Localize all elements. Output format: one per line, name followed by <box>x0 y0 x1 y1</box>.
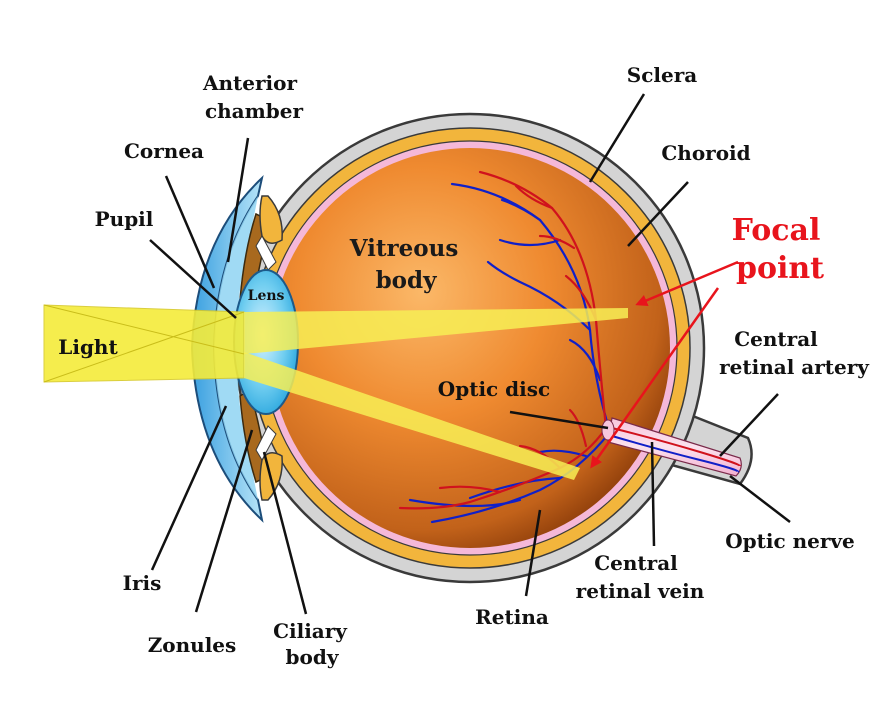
vitreous-body <box>270 148 670 548</box>
label-cornea: Cornea <box>124 139 204 163</box>
label-anterior-chamber-2: chamber <box>205 99 304 123</box>
label-vitreous-1: Vitreous <box>349 235 459 262</box>
light-ray-lines <box>43 304 245 383</box>
label-central-retinal-artery-2: retinal artery <box>719 355 870 379</box>
label-pupil: Pupil <box>95 207 154 231</box>
label-sclera: Sclera <box>627 63 697 87</box>
label-choroid: Choroid <box>661 141 750 165</box>
label-ciliary-1: Ciliary <box>273 619 348 643</box>
label-vitreous-2: body <box>376 267 438 294</box>
nerve-vein <box>611 435 740 473</box>
retinal-vessels <box>398 170 612 524</box>
label-retina: Retina <box>475 605 549 629</box>
label-optic-nerve: Optic nerve <box>725 529 855 553</box>
label-lens: Lens <box>248 288 285 304</box>
label-light: Light <box>58 335 118 359</box>
label-ciliary-2: body <box>286 645 340 669</box>
label-central-retinal-vein-2: retinal vein <box>576 579 705 603</box>
leader-lines <box>149 93 791 615</box>
label-iris: Iris <box>123 571 162 595</box>
label-anterior-chamber-1: Anterior <box>202 71 297 95</box>
label-zonules: Zonules <box>148 633 237 657</box>
label-focal-1: Focal <box>732 213 821 248</box>
light-beam-lower <box>244 352 580 480</box>
optic-disc <box>601 419 615 441</box>
light-beam-upper <box>244 308 628 354</box>
label-focal-2: point <box>736 251 824 286</box>
ciliary-body-upper <box>259 195 283 244</box>
label-central-retinal-vein-1: Central <box>594 551 678 575</box>
label-optic-disc: Optic disc <box>438 377 550 401</box>
zonules-lower <box>255 425 277 462</box>
nerve-artery <box>611 427 741 467</box>
focal-arrows <box>590 260 739 469</box>
label-central-retinal-artery-1: Central <box>734 327 818 351</box>
